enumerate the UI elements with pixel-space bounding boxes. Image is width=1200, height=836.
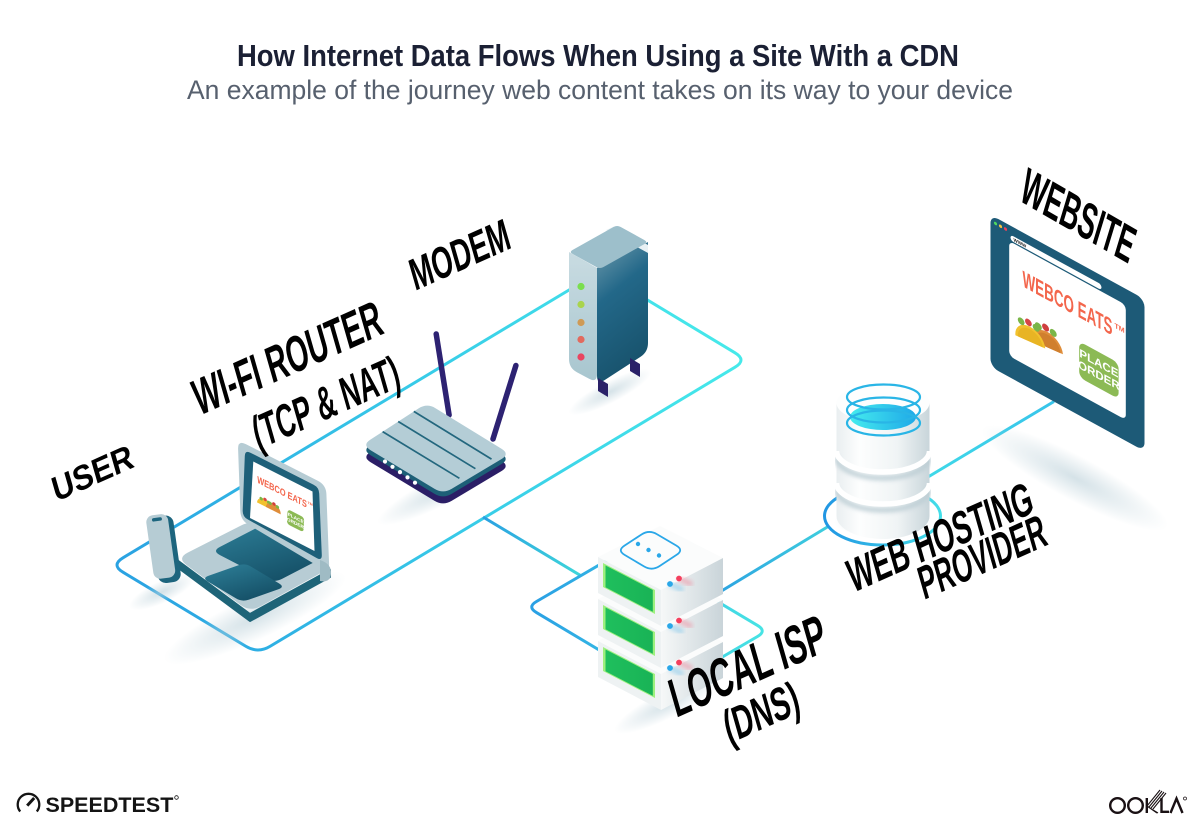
svg-text:SPEEDTEST: SPEEDTEST [46,793,174,817]
svg-text:An example of the journey web: An example of the journey web content ta… [187,75,1013,105]
svg-text:TM: TM [1115,321,1125,335]
svg-text:TM: TM [307,501,312,507]
svg-text:How Internet Data Flows When U: How Internet Data Flows When Using a Sit… [237,38,959,73]
